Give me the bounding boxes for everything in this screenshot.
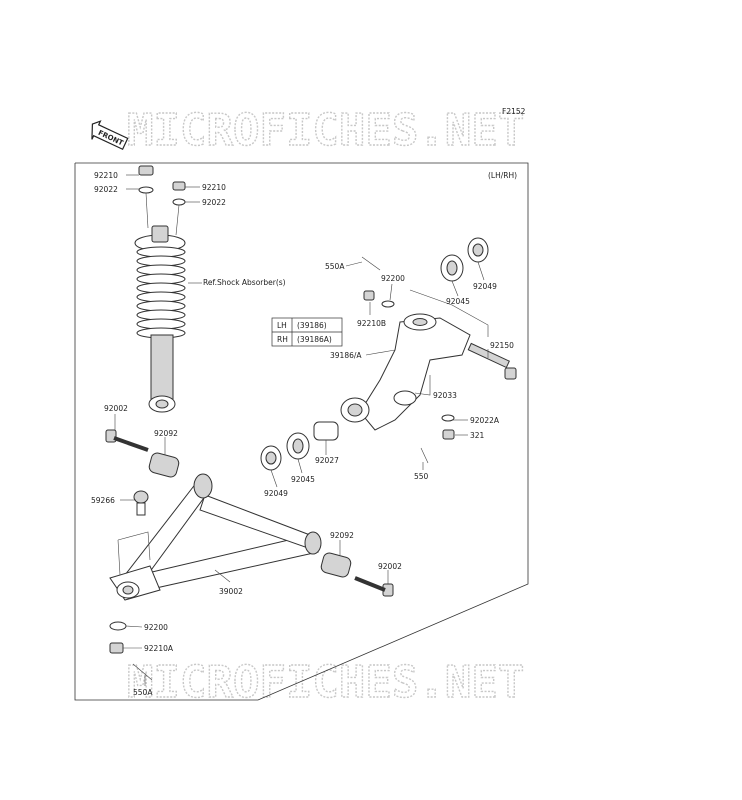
shock-absorber: [134, 165, 186, 413]
callout-12: 92033: [433, 391, 457, 400]
callout-27: 550A: [133, 688, 153, 697]
watermark-top: MICROFICHES.NET: [127, 105, 524, 156]
callout-17: 92045: [291, 475, 315, 484]
table-side-0: LH: [277, 321, 287, 330]
callout-26: 92210A: [144, 644, 174, 653]
callout-18: 92049: [264, 489, 288, 498]
callout-13: 92022A: [470, 416, 500, 425]
callout-8: 92045: [446, 297, 470, 306]
bushing-right: [320, 552, 352, 578]
ref-shock-label: Ref.Shock Absorber(s): [203, 278, 286, 287]
callout-24: 39002: [219, 587, 243, 596]
bolt-right: [354, 576, 394, 597]
leader-lines: [114, 174, 489, 686]
table-part-0: (39186): [297, 321, 327, 330]
callout-20: 92092: [154, 429, 178, 438]
side-note: (LH/RH): [488, 171, 517, 180]
callout-4: 92022: [202, 198, 226, 207]
washer-92200: [109, 621, 127, 631]
nut-92210A: [109, 642, 124, 654]
callout-7: 92210B: [357, 319, 386, 328]
callout-15: 550: [414, 472, 429, 481]
bearings-upper: [440, 237, 489, 282]
callout-23: 92002: [378, 562, 402, 571]
callout-10: 39186/A: [330, 351, 362, 360]
callout-14: 321: [470, 431, 485, 440]
callout-1: 92210: [94, 171, 118, 180]
callout-2: 92022: [94, 185, 118, 194]
ball-joint: [133, 490, 149, 516]
figure-id: F2152: [502, 107, 526, 116]
callout-19: 92002: [104, 404, 128, 413]
bushing-left: [148, 452, 180, 478]
callout-5: 550A: [325, 262, 345, 271]
callout-6: 92200: [381, 274, 405, 283]
table-side-1: RH: [277, 335, 288, 344]
diagram-frame: [74, 162, 529, 701]
callout-3: 92210: [202, 183, 226, 192]
callout-22: 92092: [330, 531, 354, 540]
callout-21: 59266: [91, 496, 115, 505]
callout-9: 92049: [473, 282, 497, 291]
knuckle-table: LH (39186) RH (39186A): [271, 317, 343, 347]
table-part-1: (39186A): [297, 335, 332, 344]
callout-16: 92027: [315, 456, 339, 465]
small-hardware-knuckle: [361, 256, 455, 464]
steering-knuckle: [340, 313, 517, 431]
callout-11: 92150: [490, 341, 514, 350]
callout-25: 92200: [144, 623, 168, 632]
bearings-lower: [260, 421, 339, 471]
front-arrow-icon: FRONT: [91, 120, 129, 151]
a-arm: [109, 473, 322, 601]
bolt-left: [105, 429, 149, 452]
